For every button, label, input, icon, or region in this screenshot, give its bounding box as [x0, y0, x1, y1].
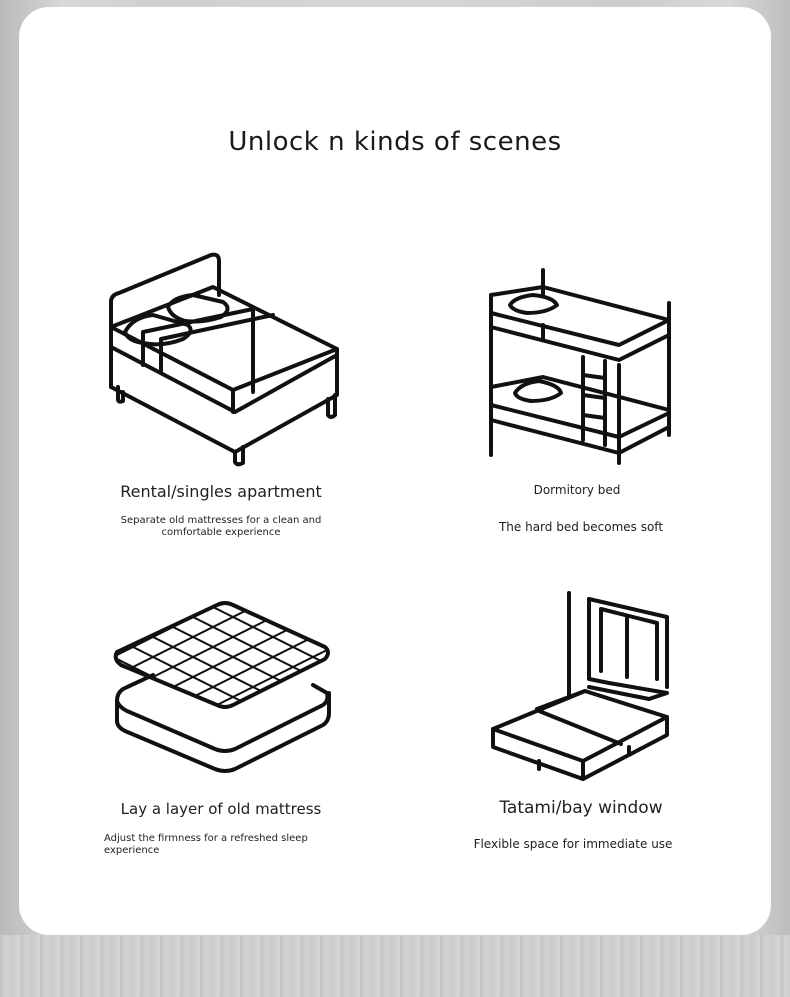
tatami-window-icon [491, 591, 669, 781]
scene-title: Lay a layer of old mattress [120, 800, 322, 818]
scene-title: Rental/singles apartment [120, 482, 322, 501]
page-title: Unlock n kinds of scenes [228, 127, 562, 157]
scene-description: Separate old mattresses for a clean and … [120, 515, 322, 538]
bunk-bed-icon [489, 268, 671, 465]
scene-description: Adjust the firmness for a refreshed slee… [104, 833, 308, 856]
double-bed-icon [109, 252, 339, 467]
scene-description: Flexible space for immediate use [473, 837, 673, 851]
scene-title: Dormitory bed [533, 483, 621, 497]
mattress-topper-icon [113, 601, 331, 773]
background-strip [0, 935, 790, 997]
scene-title: Tatami/bay window [499, 798, 663, 818]
scene-description: The hard bed becomes soft [498, 520, 664, 534]
scenes-card: Unlock n kinds of scenes Rental/singles … [19, 7, 771, 935]
